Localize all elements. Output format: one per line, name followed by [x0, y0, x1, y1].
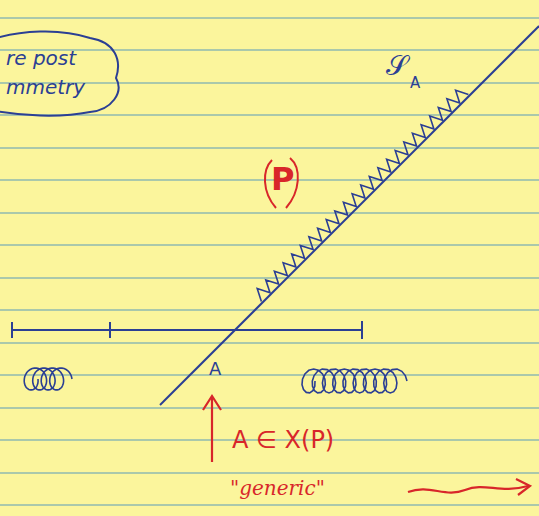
ruled-lines — [0, 18, 539, 505]
scribble — [302, 369, 407, 393]
point-label: A — [209, 360, 221, 378]
scribble — [24, 368, 72, 390]
hatching — [257, 90, 468, 301]
red-arrow — [211, 398, 213, 462]
subscript: A — [410, 76, 420, 91]
set-symbol: 𝒮 — [386, 52, 408, 80]
arrowhead — [516, 479, 530, 495]
thought-bubble-note: re post mmetry — [6, 44, 98, 102]
note-text: re post mmetry — [6, 44, 98, 102]
arrowhead — [203, 396, 221, 410]
red-arrow — [408, 486, 528, 493]
thought-bubble — [0, 31, 118, 115]
tick — [109, 322, 111, 338]
point-label: P — [271, 163, 294, 195]
tick — [361, 321, 363, 339]
note-text: A ∈ X(P) — [232, 428, 334, 452]
tick — [11, 322, 13, 338]
diagonal-line — [160, 26, 539, 405]
segment — [12, 329, 362, 331]
note-text: "generic" — [230, 478, 325, 498]
